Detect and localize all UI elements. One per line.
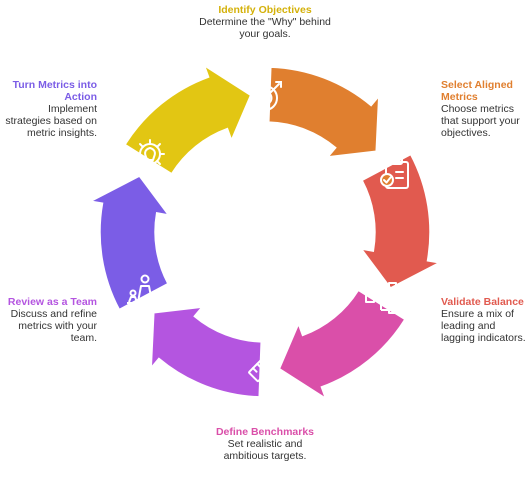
step-title: Identify Objectives: [218, 4, 312, 16]
step-title: Validate Balance: [441, 296, 524, 308]
step-label-review-as-a-team: Review as a Team Discuss and refine metr…: [3, 296, 97, 344]
team-icon: [127, 274, 163, 304]
segment-select-aligned-metrics: [268, 66, 380, 158]
step-label-select-aligned-metrics: Select Aligned Metrics Choose metrics th…: [441, 79, 527, 139]
step-label-turn-metrics-into-action: Turn Metrics into Action Implement strat…: [3, 79, 97, 139]
step-title: Select Aligned Metrics: [441, 79, 513, 103]
step-description: Set realistic and ambitious targets.: [223, 438, 307, 462]
segment-validate-balance: [359, 153, 442, 289]
ruler-icon: [248, 349, 282, 383]
step-title: Turn Metrics into Action: [12, 79, 97, 103]
clipboard-check-icon: [380, 157, 409, 189]
segment-identify-objectives: [124, 63, 252, 175]
step-title: Review as a Team: [7, 296, 97, 308]
step-description: Discuss and refine metrics with your tea…: [10, 308, 97, 344]
target-icon: [252, 81, 282, 111]
step-description: Determine the "Why" behind your goals.: [199, 16, 331, 40]
step-title: Define Benchmarks: [215, 426, 315, 438]
step-label-identify-objectives: Identify Objectives Determine the "Why" …: [195, 4, 335, 40]
gear-bulb-icon: [135, 139, 165, 169]
hierarchy-icon: [365, 282, 397, 314]
step-label-validate-balance: Validate Balance Ensure a mix of leading…: [441, 296, 527, 344]
step-description: Ensure a mix of leading and lagging indi…: [441, 308, 526, 344]
step-description: Choose metrics that support your objecti…: [441, 103, 520, 139]
step-label-define-benchmarks: Define Benchmarks Set realistic and ambi…: [206, 426, 324, 462]
step-description: Implement strategies based on metric ins…: [5, 103, 97, 139]
segment-turn-metrics-into-action: [88, 175, 171, 311]
segment-define-benchmarks: [278, 289, 406, 401]
segment-review-as-a-team: [150, 306, 262, 398]
